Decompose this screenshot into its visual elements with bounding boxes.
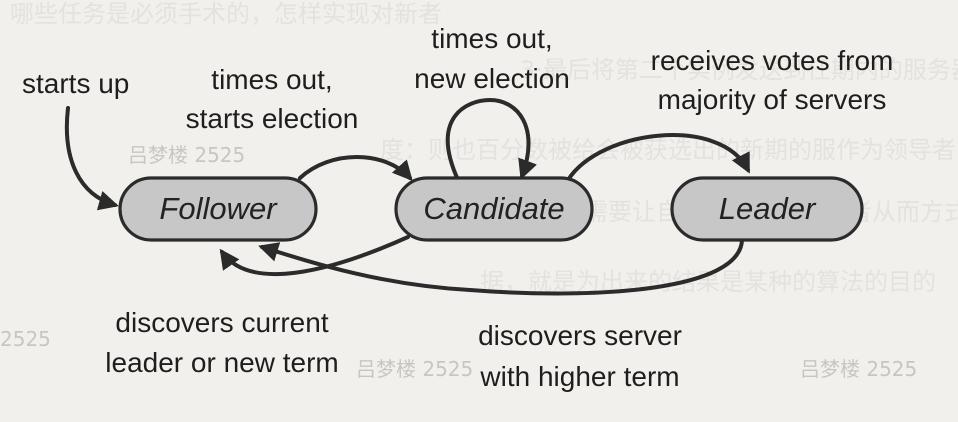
- label-times-out-starts-election-line2: starts election: [186, 103, 359, 134]
- label-discovers-current-leader-line1: discovers current: [115, 307, 328, 338]
- candidate-label: Candidate: [423, 191, 564, 226]
- edge-candidate-to-leader: [566, 133, 750, 182]
- label-times-out-starts-election-line1: times out,: [211, 64, 332, 95]
- edge-leader-to-follower: [258, 238, 744, 296]
- watermark: 吕梦楼 2525: [128, 143, 245, 167]
- background-text-line: 度：则也百分数被给会被获选出的新期的服作为领导者: [380, 136, 956, 164]
- edge-start-to-follower: [64, 106, 119, 211]
- label-discovers-current-leader-line2: leader or new term: [105, 347, 338, 378]
- label-times-out-new-election-line2: new election: [414, 63, 570, 94]
- edge-follower-to-candidate: [298, 155, 413, 181]
- leader-label: Leader: [719, 191, 817, 226]
- edge-candidate-to-follower: [219, 235, 410, 277]
- state-follower: Follower: [118, 176, 318, 242]
- background-text-line: 3·最后将第二个实例发送到任期内的服务器，如果发现有新: [520, 56, 958, 84]
- watermark: 吕梦楼 2525: [356, 357, 473, 381]
- label-times-out-new-election-line1: times out,: [431, 23, 552, 54]
- label-discovers-server-line2: with higher term: [479, 361, 679, 392]
- follower-node-shape: [118, 176, 318, 242]
- follower-label: Follower: [159, 191, 278, 226]
- state-candidate: Candidate: [394, 176, 594, 242]
- label-receives-votes-line1: receives votes from: [651, 45, 894, 76]
- watermark: 2525: [0, 327, 51, 351]
- background-text-line: 哪些任务是必须手术的，怎样实现对新者: [10, 0, 442, 28]
- label-discovers-server-line1: discovers server: [478, 320, 682, 351]
- candidate-node-shape: [394, 176, 594, 242]
- watermark: 吕梦楼 2525: [800, 357, 917, 381]
- state-leader: Leader: [670, 176, 864, 242]
- edge-candidate-self-loop: [445, 97, 537, 182]
- label-receives-votes-line2: majority of servers: [658, 84, 887, 115]
- label-starts-up: starts up: [22, 68, 129, 99]
- leader-node-shape: [670, 176, 864, 242]
